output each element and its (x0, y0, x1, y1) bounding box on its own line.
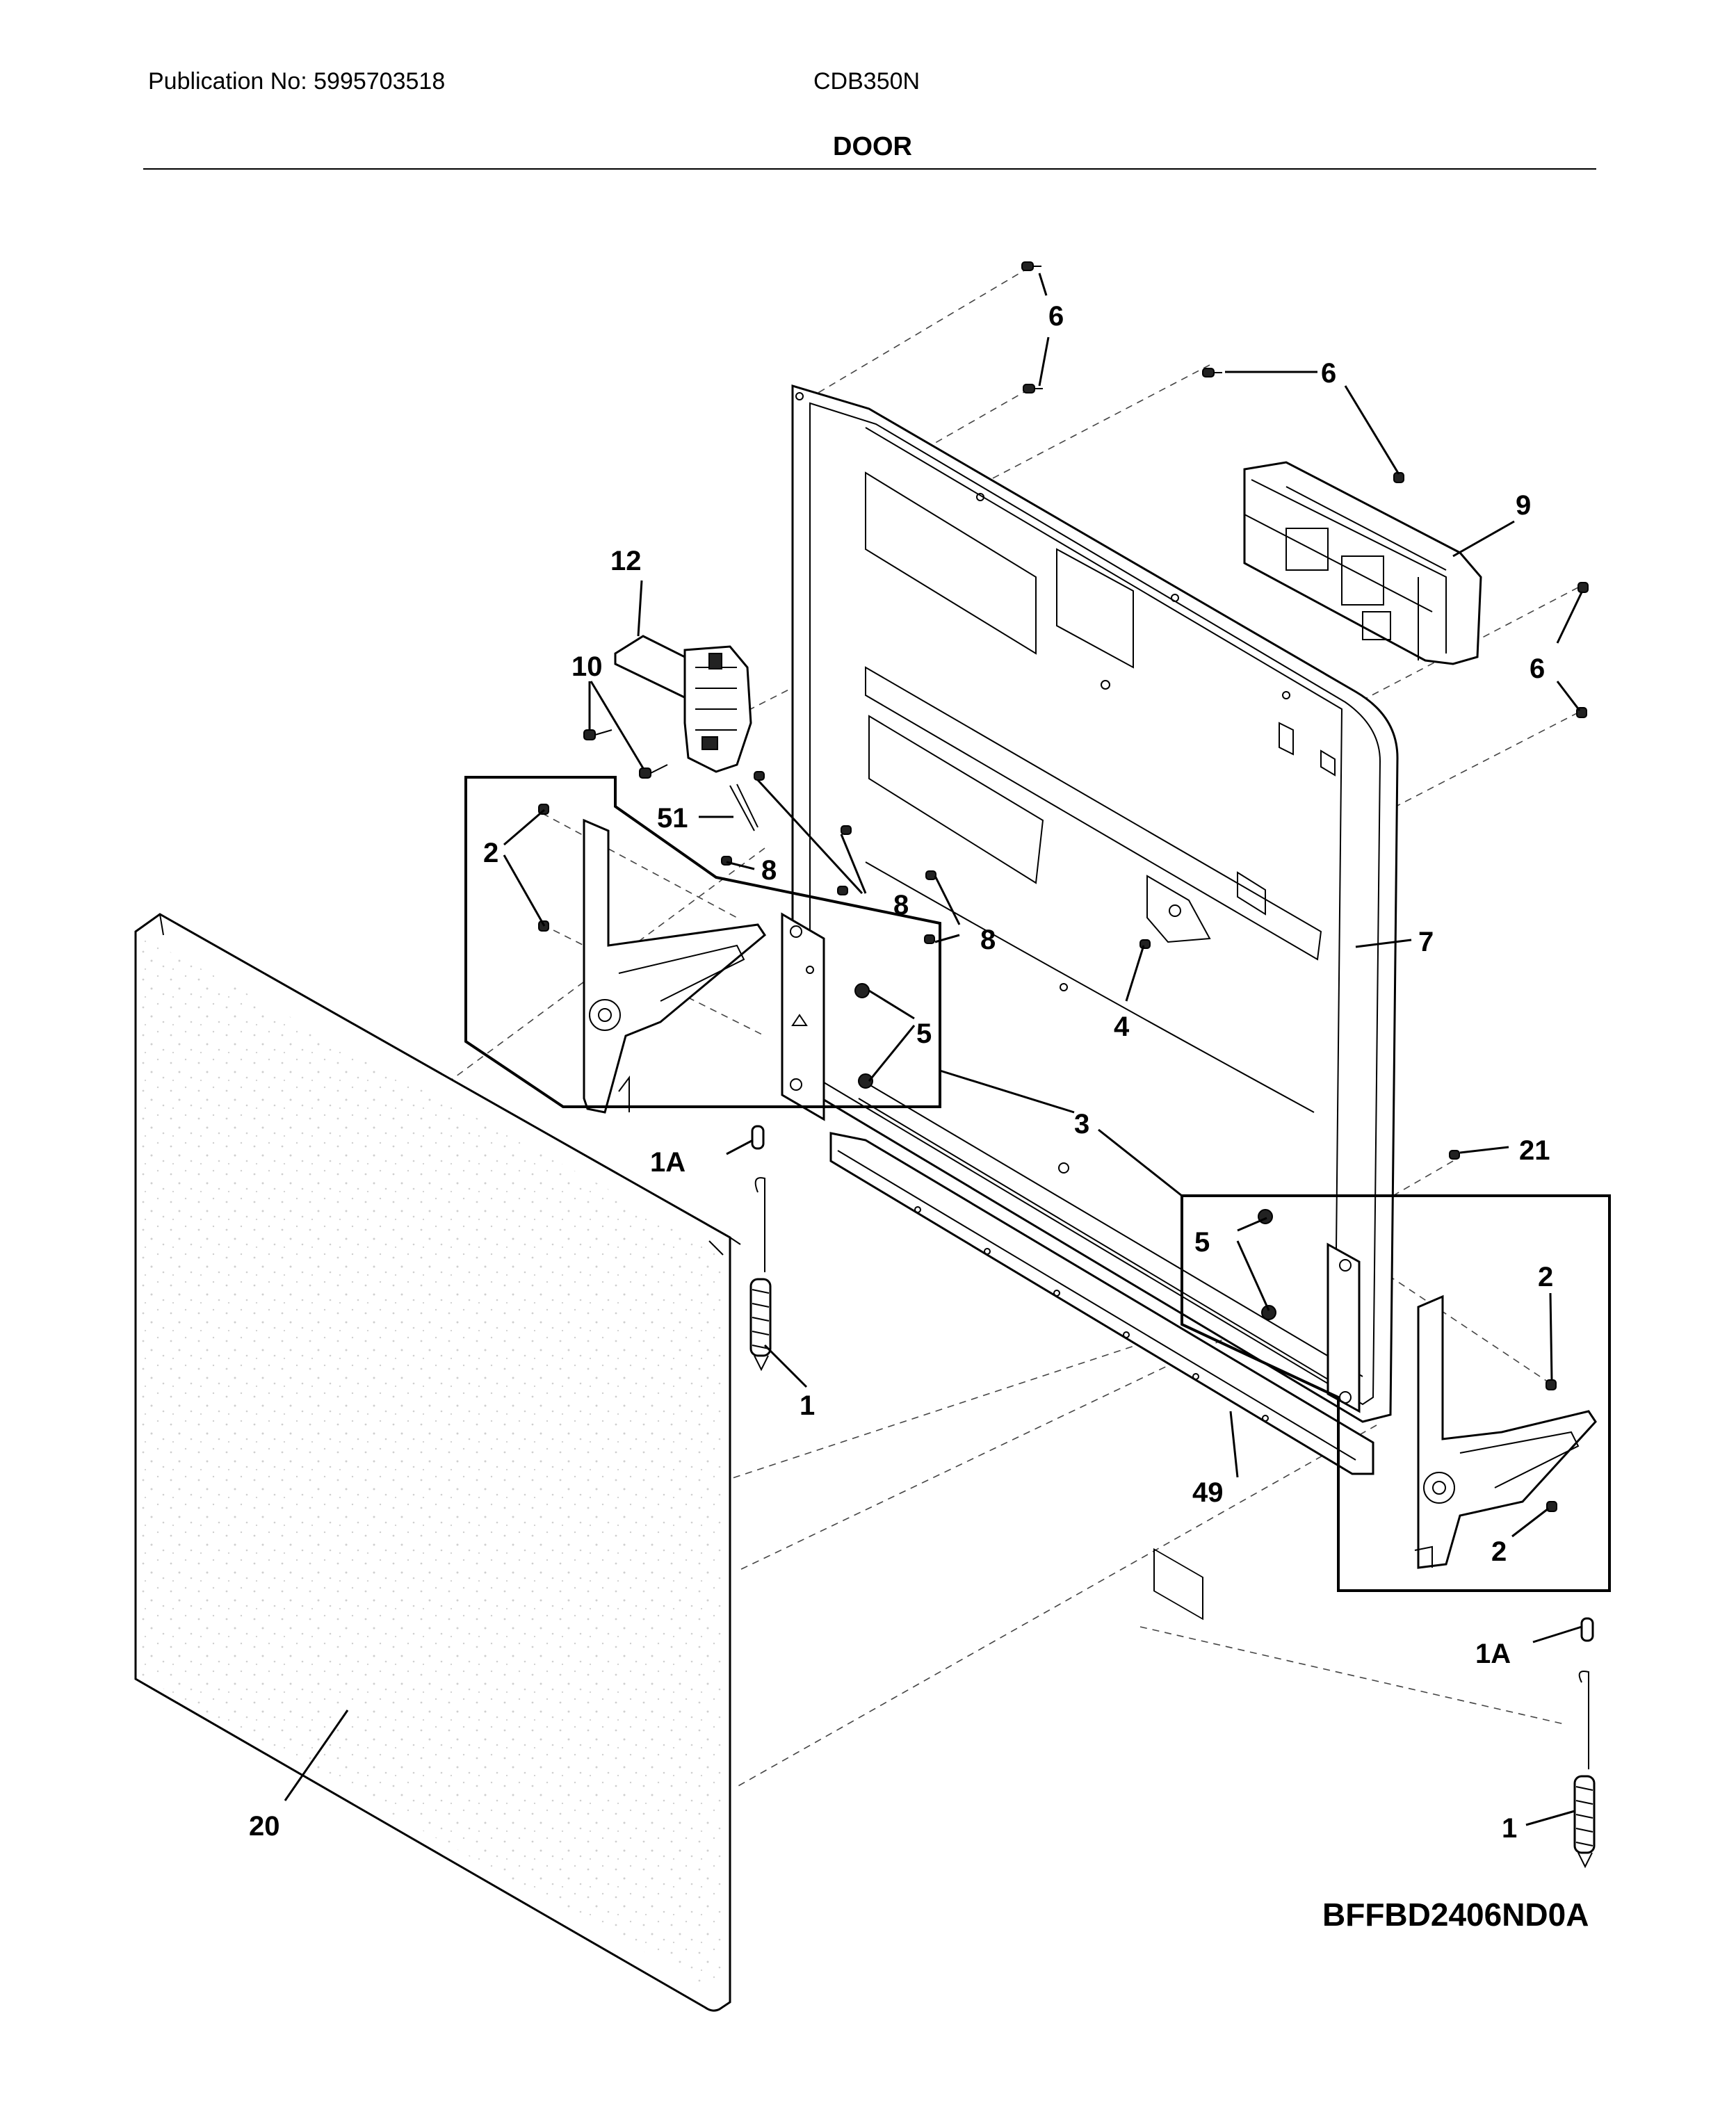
left-hinge-plate (781, 912, 825, 1121)
callout-21: 21 (1519, 1135, 1550, 1166)
callout-1a-right: 1A (1475, 1639, 1511, 1669)
model-number: CDB350N (813, 68, 920, 95)
control-module (1243, 461, 1482, 665)
callout-8-b: 8 (893, 890, 909, 920)
callout-4: 4 (1114, 1012, 1130, 1042)
left-spring-assembly (749, 1125, 772, 1372)
callout-8-a: 8 (761, 855, 777, 886)
header-rule (143, 168, 1596, 170)
callout-49: 49 (1192, 1477, 1224, 1508)
screw-6e (1577, 582, 1589, 593)
screw-21 (1449, 1150, 1460, 1160)
callout-12: 12 (610, 546, 642, 576)
lower-door-rail (829, 1132, 1374, 1475)
callout-labels: 6 6 9 6 12 10 51 8 8 8 4 7 2 5 3 1A 1 49… (249, 301, 1589, 1933)
callout-1a-left: 1A (650, 1147, 686, 1178)
callout-5-left: 5 (916, 1018, 932, 1049)
screw-8c (841, 825, 852, 835)
nut-5b (858, 1073, 873, 1089)
callout-2-b: 2 (1538, 1262, 1553, 1292)
callout-6-b: 6 (1321, 358, 1336, 389)
screw-8f (924, 934, 935, 944)
screw-6a (1021, 261, 1041, 271)
screw-2d (1546, 1501, 1557, 1512)
right-spring-assembly (1573, 1617, 1596, 1869)
nut-5a (854, 983, 870, 998)
inner-door-panel (791, 384, 1399, 1621)
outer-door-panel (134, 913, 741, 2012)
callout-2-c: 2 (1491, 1536, 1507, 1567)
callout-5-right: 5 (1194, 1227, 1210, 1258)
callout-1-left: 1 (800, 1390, 815, 1421)
callout-2-a: 2 (483, 838, 498, 868)
callout-3: 3 (1074, 1109, 1089, 1139)
screw-10b (639, 764, 668, 779)
leader-lines (284, 273, 1583, 1826)
right-hinge (1414, 1294, 1597, 1569)
screw-6b (1023, 384, 1043, 393)
screw-6c (1202, 368, 1222, 377)
fasteners (538, 261, 1589, 1512)
callout-8-c: 8 (980, 925, 996, 955)
callout-1-right: 1 (1502, 1813, 1517, 1844)
callout-9: 9 (1516, 490, 1531, 521)
screw-2c (1546, 1379, 1557, 1390)
screw-4 (1139, 939, 1151, 949)
publication-number: Publication No: 5995703518 (148, 68, 446, 95)
diagram-code: BFFBD2406ND0A (1322, 1897, 1589, 1933)
screw-8a (754, 771, 765, 781)
wire-tie-51 (729, 783, 759, 831)
screw-8e (925, 870, 936, 880)
callout-6-a: 6 (1048, 301, 1064, 332)
door-latch (614, 635, 752, 773)
screw-8d (837, 886, 848, 895)
callout-10: 10 (571, 651, 603, 682)
screw-10a (583, 729, 613, 740)
callout-7: 7 (1418, 927, 1434, 957)
callout-6-c: 6 (1530, 653, 1545, 684)
right-hinge-plate (1327, 1242, 1361, 1413)
callout-20: 20 (249, 1811, 280, 1842)
screw-6d (1393, 472, 1404, 483)
callout-boxes (464, 776, 1611, 1592)
callout-51: 51 (657, 803, 688, 834)
section-title: DOOR (833, 132, 912, 161)
nut-5d (1261, 1305, 1276, 1320)
